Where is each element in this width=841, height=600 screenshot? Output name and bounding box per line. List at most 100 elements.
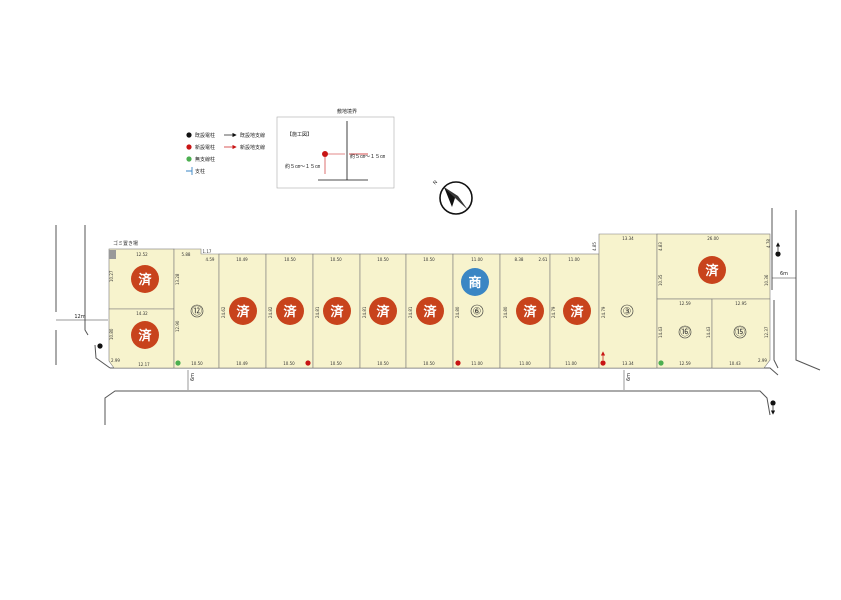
dimension: 11.00 <box>471 257 483 262</box>
dimension: 13.34 <box>622 361 634 366</box>
dimension: 4.59 <box>206 257 215 262</box>
dimension: 12.90 <box>175 320 180 332</box>
sold-stamp <box>516 297 544 325</box>
poles <box>97 242 781 415</box>
south-road-width: 6m <box>190 373 196 381</box>
sold-stamp <box>563 297 591 325</box>
lot-g[interactable] <box>405 253 454 369</box>
dimension: 10.50 <box>377 361 389 366</box>
dimension: 24.80 <box>455 306 460 318</box>
legend-line-label: 既設地支線 <box>240 132 265 139</box>
lot-15[interactable] <box>711 298 771 369</box>
lot-number: ③ <box>623 307 632 318</box>
new-pole <box>305 360 311 366</box>
dimension: 10.50 <box>423 257 435 262</box>
dimension: 8.38 <box>515 257 524 262</box>
legend-label: 支柱 <box>195 168 205 175</box>
dimension: 10.36 <box>764 274 769 286</box>
west-road-width: 12m <box>74 314 85 320</box>
dimension: 10.50 <box>284 257 296 262</box>
existing-pole <box>770 400 776 406</box>
dimension: 10.50 <box>283 361 295 366</box>
legend-line-label: 新設地支線 <box>240 144 265 151</box>
sold-stamp <box>323 297 351 325</box>
legend-label: 既設電柱 <box>195 132 215 139</box>
dimension: 24.81 <box>408 306 413 318</box>
lot-16[interactable] <box>656 298 713 369</box>
dimension: 12.37 <box>764 326 769 338</box>
sold-stamp-text: 済 <box>330 304 344 320</box>
east-road-width: 6m <box>780 271 788 277</box>
existing-pole-marker <box>186 132 192 138</box>
sold-stamp-text: 済 <box>705 263 719 279</box>
dimension: 24.81 <box>362 306 367 318</box>
sold-stamp <box>131 265 159 293</box>
dimension: 24.81 <box>315 306 320 318</box>
sold-stamp <box>416 297 444 325</box>
sold-stamp <box>131 321 159 349</box>
dimension: 10.35 <box>658 274 663 286</box>
diagram-title: 【施工図】 <box>287 131 312 138</box>
lot-numbers <box>190 304 747 339</box>
compass: N <box>432 179 473 215</box>
existing-pole <box>775 251 781 257</box>
dimension: 11.00 <box>519 361 531 366</box>
road-widths <box>56 277 796 390</box>
dimension: 10.43 <box>729 361 741 366</box>
dimension: 4.83 <box>658 242 663 251</box>
new-pole <box>455 360 461 366</box>
sold-stamps: 済 済 済 済 済 済 済 済 済 済 <box>131 256 726 349</box>
dimension: 10.50 <box>377 257 389 262</box>
dimension: 10.49 <box>236 361 248 366</box>
commercial-stamps: 商 <box>461 268 489 296</box>
existing-pole <box>97 343 103 349</box>
dimension: 24.80 <box>503 306 508 318</box>
garbage-area <box>109 250 116 259</box>
dimension: 12.59 <box>679 301 691 306</box>
commercial-stamp <box>461 268 489 296</box>
dimension: 4.85 <box>592 242 597 251</box>
pole-marker <box>322 151 328 157</box>
no-support-pole <box>175 360 181 366</box>
sold-stamp-text: 済 <box>423 304 437 320</box>
dimension: 12.17 <box>138 362 150 367</box>
legend-label: 新設電柱 <box>195 144 215 151</box>
dimension: 14.43 <box>706 326 711 338</box>
dimension: 12.59 <box>679 361 691 366</box>
dimension: 12.95 <box>735 301 747 306</box>
dimension: 1.17 <box>203 249 212 254</box>
dimension: 24.82 <box>268 306 273 318</box>
roads <box>55 208 821 425</box>
sold-stamp <box>698 256 726 284</box>
dimension: 2.61 <box>539 257 548 262</box>
dimension: 2.99 <box>758 358 767 363</box>
offset-left-label: 約５㎝～１５㎝ <box>285 163 320 170</box>
dimension: 10.50 <box>191 361 203 366</box>
legend: 既設電柱 既設地支線 新設電柱 新設地支線 無支線柱 支柱 <box>186 132 265 175</box>
dimension: 10.50 <box>330 257 342 262</box>
lot-3[interactable] <box>598 233 658 369</box>
garbage-area-label: ゴミ置き場 <box>113 240 138 247</box>
legend-label: 無支線柱 <box>195 156 215 163</box>
offset-right-label: 約５㎝～１５㎝ <box>350 153 385 160</box>
new-pole <box>600 360 606 366</box>
no-support-pole-marker <box>186 156 192 162</box>
dimension: 11.00 <box>565 361 577 366</box>
dimension: 11.00 <box>568 257 580 262</box>
construction-diagram: 敷地境界 【施工図】 約５㎝～１５㎝ 約５㎝～１５㎝ <box>276 108 395 189</box>
sold-stamp-text: 済 <box>236 304 250 320</box>
lot-number: ⑮ <box>735 327 745 339</box>
sold-stamp-text: 済 <box>138 272 152 288</box>
dimension: 26.00 <box>707 236 719 241</box>
sold-stamp-text: 済 <box>376 304 390 320</box>
dimension: 14.43 <box>658 326 663 338</box>
lot-number: ⑥ <box>473 307 482 318</box>
new-pole-marker <box>186 144 192 150</box>
dimension: 13.34 <box>622 236 634 241</box>
sold-stamp-text: 済 <box>283 304 297 320</box>
dimension: 14.32 <box>136 311 148 316</box>
dimension: 24.62 <box>221 306 226 318</box>
dimension: 13.28 <box>175 273 180 285</box>
sold-stamp <box>229 297 257 325</box>
